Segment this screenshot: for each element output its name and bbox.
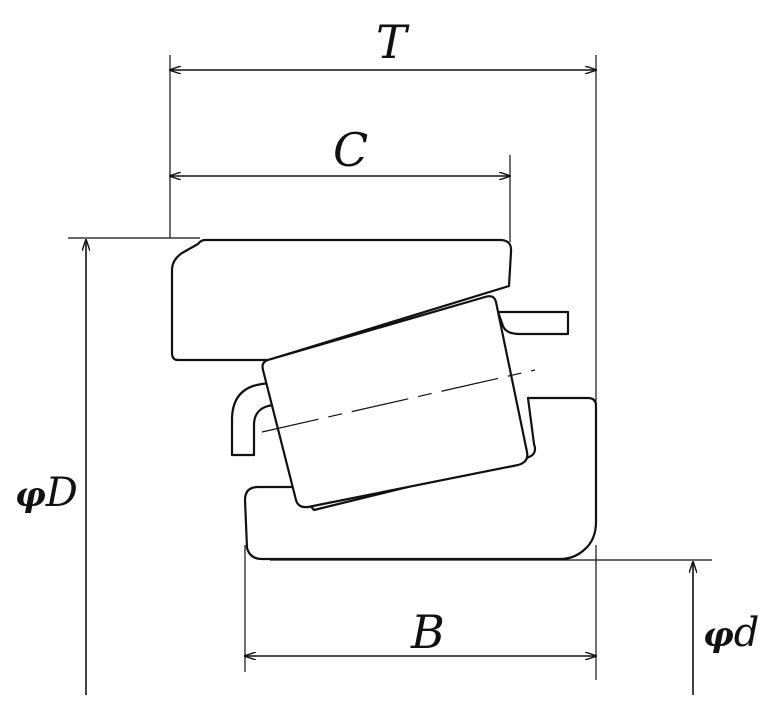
label-inner-diameter: φd: [703, 610, 759, 656]
label-t: T: [376, 15, 410, 69]
roller-axis-centerline: [261, 369, 536, 433]
label-b: B: [410, 605, 445, 659]
label-c: C: [333, 123, 368, 177]
cage-right-tab: [496, 310, 570, 336]
outer-ring: [170, 238, 513, 362]
label-outer-diameter: φD: [15, 470, 78, 516]
